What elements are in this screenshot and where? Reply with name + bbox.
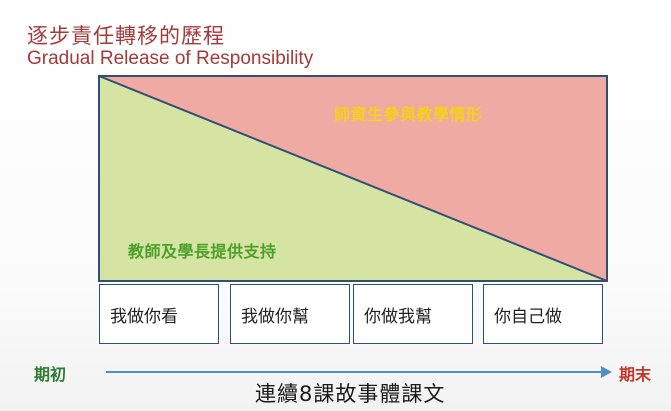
diagram-border <box>98 75 608 282</box>
timeline-arrow <box>106 366 612 378</box>
stage-label-3: 你做我幫 <box>364 306 432 327</box>
diagonal-divider <box>98 75 608 282</box>
arrow-head-icon <box>601 366 612 378</box>
stage-box-2: 我做你幫 <box>230 284 350 344</box>
stage-box-3: 你做我幫 <box>353 284 473 344</box>
title-english: Gradual Release of Responsibility <box>27 48 314 69</box>
stage-label-2: 我做你幫 <box>241 306 309 327</box>
stage-label-1: 我做你看 <box>110 306 178 327</box>
title-chinese: 逐步責任轉移的歷程 <box>27 24 225 48</box>
stage-box-4: 你自己做 <box>483 284 603 344</box>
timeline <box>0 356 671 386</box>
stage-box-1: 我做你看 <box>99 284 219 344</box>
support-label: 教師及學長提供支持 <box>128 242 277 261</box>
release-diagram-graphic <box>98 75 608 282</box>
timeline-start-label: 期初 <box>34 365 67 384</box>
timeline-end-label: 期末 <box>619 365 652 384</box>
teacher-candidate-label: 師資生參與教學情形 <box>334 105 483 124</box>
release-diagram <box>98 75 608 282</box>
stage-label-4: 你自己做 <box>494 306 562 327</box>
timeline-caption: 連續8課故事體課文 <box>255 382 446 406</box>
